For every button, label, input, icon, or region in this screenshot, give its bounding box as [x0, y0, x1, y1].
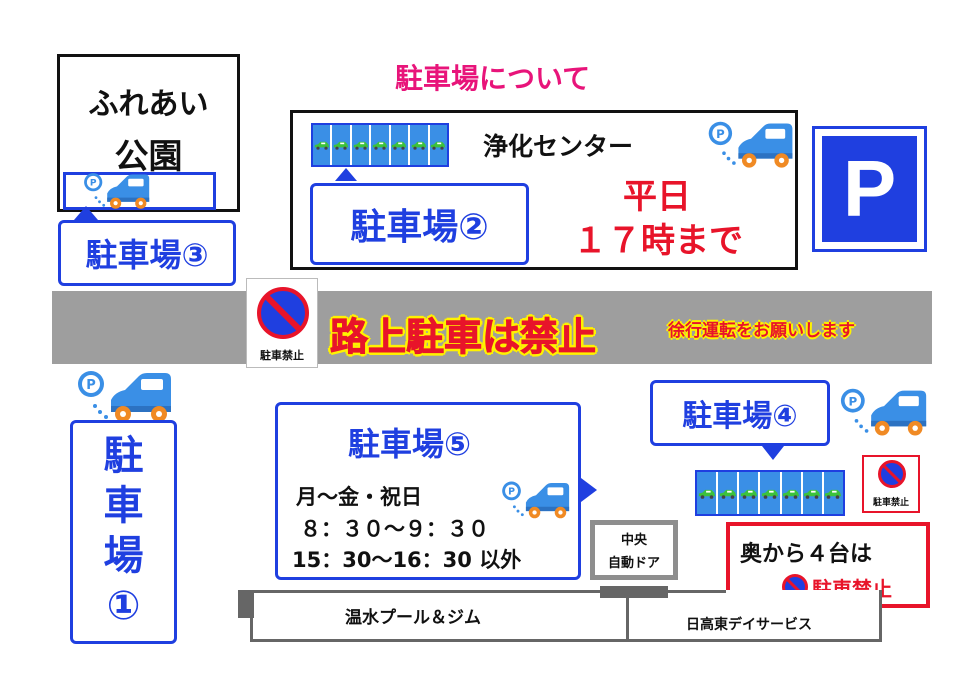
lot3-pointer [74, 206, 98, 220]
building-wall-block [238, 590, 254, 618]
lot1-char2: 車 [103, 483, 144, 529]
lot2-pointer [335, 168, 357, 181]
lot2-area: 駐車場② 浄化センター 平日 １７時まで [290, 110, 798, 270]
small-no-parking-sign: 駐車禁止 [862, 455, 920, 513]
parking-car-icon [75, 368, 175, 428]
car-icon [719, 488, 737, 499]
lot2-hours-line1: 平日 [623, 177, 691, 217]
car-icon [782, 488, 800, 499]
building-top-wall-left [250, 590, 600, 593]
lot3-label-box: 駐車場③ [58, 220, 236, 286]
slow-down-notice: 徐行運転をお願いします [668, 321, 855, 341]
parking-sign: P [812, 126, 927, 252]
lot4-pointer [762, 446, 784, 460]
lot5-info-box: 駐車場⑤ 月～金・祝日 ８：３０～９：３０ 15：30～16：30 以外 [275, 402, 581, 580]
lot1-label-box: 駐 車 場 ① [70, 420, 177, 644]
no-parking-icon [878, 460, 906, 488]
lot2-parking-row [311, 123, 449, 167]
park-line2: 公園 [114, 137, 183, 177]
building-divider [626, 593, 629, 642]
lot1-char3: 場 [103, 533, 144, 579]
car-icon [314, 140, 330, 150]
lot4-label-box: 駐車場④ [650, 380, 830, 446]
door-line1: 中央 [620, 533, 647, 548]
parking-car-icon [500, 479, 572, 523]
car-icon [411, 140, 427, 150]
no-parking-sign: 駐車禁止 [246, 278, 318, 368]
car-icon [698, 488, 716, 499]
door-threshold [600, 586, 668, 598]
lot4-note-line1: 奥から４台は [740, 542, 873, 567]
road [52, 291, 932, 364]
lot2-label-box: 駐車場② [310, 183, 529, 265]
lot4-parking-row [695, 470, 845, 516]
car-icon [761, 488, 779, 499]
parking-car-icon [838, 386, 930, 441]
building-outline [250, 590, 882, 642]
lot5-label: 駐車場⑤ [348, 425, 472, 463]
no-parking-banner: 路上駐車は禁止 [329, 315, 597, 360]
lot1-char1: 駐 [103, 433, 144, 479]
car-icon [740, 488, 758, 499]
lot3-label: 駐車場③ [85, 236, 209, 274]
parking-sign-face: P [822, 136, 917, 242]
car-icon [372, 140, 388, 150]
central-door: 中央 自動ドア [590, 520, 678, 580]
small-no-parking-text: 駐車禁止 [872, 498, 909, 508]
car-icon [824, 488, 842, 499]
door-line2: 自動ドア [607, 556, 660, 571]
lot5-time1: ８：３０～９：３０ [300, 517, 489, 541]
lot5-days: 月～金・祝日 [296, 485, 422, 509]
lot4-label: 駐車場④ [682, 399, 798, 434]
lot5-pointer [581, 478, 597, 502]
parking-sign-letter: P [842, 144, 897, 233]
lot2-label: 駐車場② [350, 207, 489, 248]
parking-car-icon [706, 119, 796, 173]
car-icon [803, 488, 821, 499]
no-parking-sign-text: 駐車禁止 [260, 349, 304, 362]
lot3-space [63, 172, 216, 210]
page-title: 駐車場について [395, 62, 591, 95]
pool-gym-label: 温水プール＆ジム [345, 608, 481, 628]
no-parking-icon [257, 287, 309, 339]
building-top-wall-right [668, 590, 726, 593]
lot2-hours-line2: １７時まで [573, 221, 743, 261]
lot1-char4: ① [106, 583, 141, 629]
car-icon [430, 140, 446, 150]
facility-name: 浄化センター [483, 132, 634, 161]
day-service-label: 日高東デイサービス [686, 617, 812, 633]
lot5-time2: 15：30～16：30 以外 [292, 548, 522, 572]
car-icon [353, 140, 369, 150]
park-line1: ふれあい [88, 87, 209, 122]
car-icon [391, 140, 407, 150]
car-icon [333, 140, 349, 150]
